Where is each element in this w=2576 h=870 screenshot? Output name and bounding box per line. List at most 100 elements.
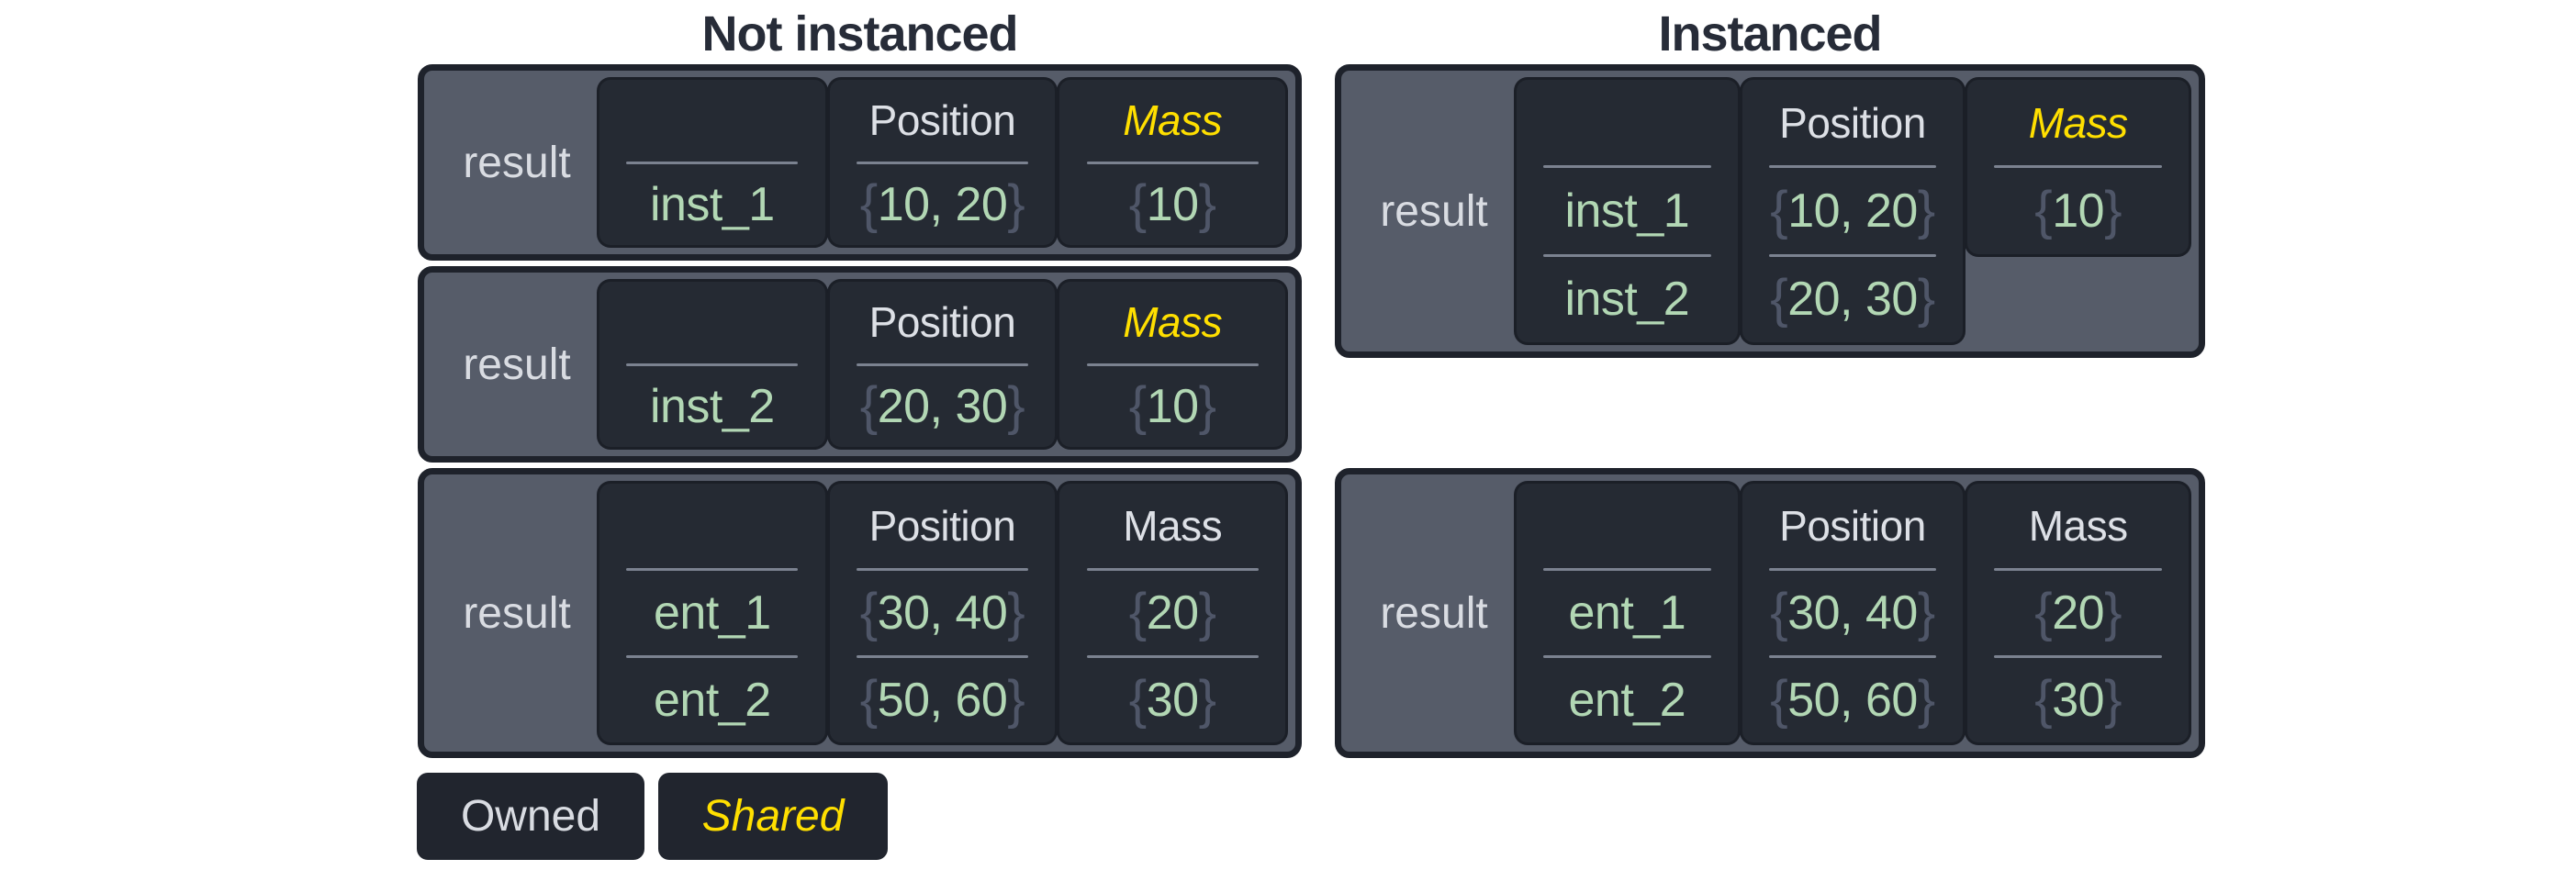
cell-number: 20 [1146,586,1199,640]
column-cell-entity: ent_1 ent_2 [599,484,825,742]
column-cell-mass: Mass {10} [1059,282,1286,447]
cell-value: {50, 60} [1770,670,1935,730]
column-cell-mass: Mass{20}{30} [1059,484,1286,742]
cell-value: inst_2 [1564,273,1690,327]
instanced-title: Instanced [1658,6,1882,61]
cell-number: 10 [2052,184,2105,239]
cell-number: 30 [2052,674,2105,727]
table-columns: ent_1 ent_2 Position {30, 40} {50, 60} Mass {2… [1517,484,2190,742]
cell-number: 10, 20 [1787,184,1918,238]
legend-owned-chip: Owned [417,773,644,860]
cell-value: {30, 40} [1770,583,1935,642]
cell-value: {50, 60} [859,670,1025,730]
column-header [599,282,825,363]
cell-number: 30, 40 [1787,586,1918,640]
column-cell-entity: inst_1 [599,80,825,245]
column-cell-position: Position {20, 30} [829,282,1056,447]
row-divider [1086,362,1259,366]
row-divider [1768,655,1937,658]
cell-value: ent_1 [1568,586,1686,640]
cell-number: 50, 60 [1787,674,1918,727]
column-cell-entity: ent_1 ent_2 [1517,484,1738,742]
column-cell-mass: Mass{10} [1967,80,2190,254]
cell-value: {10, 20} [859,173,1025,234]
entity-table-not-instanced: result ent_1 ent_2 Position{30, 40}{50, 60}… [418,468,1302,758]
column-header: Mass [1123,298,1223,347]
row-divider [1768,253,1937,257]
row-divider [626,161,799,164]
row-divider [626,362,799,366]
column-cell-entity: inst_2 [599,282,825,447]
result-label: result [1380,186,1488,236]
row-divider [1768,568,1937,571]
row-divider [1542,655,1711,658]
row-divider [626,655,799,658]
row-divider [1542,165,1711,169]
column-header: Position [1779,502,1926,550]
column-header [599,484,825,568]
cell-value: inst_2 [649,379,775,433]
row-divider [857,362,1028,366]
row-divider [857,568,1028,571]
result-label: result [463,340,571,389]
result-label: result [463,138,571,187]
row-divider [1768,165,1937,169]
cell-number: 20, 30 [877,379,1008,433]
cell-value: {10} [1128,173,1216,234]
cell-value: ent_2 [654,674,771,727]
cell-number: 30, 40 [877,586,1008,640]
cell-value: {10} [1128,375,1216,436]
column-header: Position [868,96,1016,145]
cell-value: {10} [2034,181,2122,241]
cell-value: {30} [1128,670,1216,730]
entity-table-not-instanced: result inst_1 Position {10, 20} Mass {10} [418,64,1302,261]
cell-number: 20, 30 [1787,273,1918,327]
cell-value: {30} [2034,670,2122,730]
row-divider [1542,253,1711,257]
column-header [599,80,825,162]
cell-number: 50, 60 [877,674,1008,727]
column-cell-position: Position {10, 20} [829,80,1056,245]
row-divider [1086,568,1259,571]
cell-value: ent_1 [654,586,771,640]
column-header: Mass [1123,96,1223,145]
result-label: result [463,588,571,638]
cell-value: {20, 30} [1770,269,1935,329]
cell-value: {10, 20} [1770,180,1935,240]
row-divider [1994,568,2163,571]
column-cell-position: Position {30, 40} {50, 60} [1742,484,1964,742]
row-divider [626,568,799,571]
column-cell-position: Position {10, 20} {20, 30} [1742,80,1964,342]
cell-number: 10, 20 [877,177,1008,231]
table-columns: ent_1 ent_2 Position{30, 40}{50, 60}Mass{2… [599,484,1286,742]
cell-number: 30 [1146,674,1199,727]
column-header: Mass [2028,502,2128,550]
table-columns: inst_1 Position {10, 20} Mass {10} [599,80,1286,245]
entity-table-not-instanced: result inst_2 Position {20, 30} Mass {10} [418,266,1302,463]
row-divider [1086,161,1259,164]
not-instanced-title: Not instanced [701,6,1018,61]
column-header: Mass [1123,502,1223,550]
cell-value: {20, 30} [859,375,1025,436]
cell-value: inst_1 [649,177,775,231]
row-divider [1086,655,1259,658]
cell-value: ent_2 [1568,674,1686,727]
column-header [1517,80,1738,165]
column-cell-mass: Mass {10} [1059,80,1286,245]
legend-shared-chip: Shared [658,773,888,860]
cell-number: 10 [1146,177,1199,231]
column-header: Position [1779,98,1926,147]
row-divider [1542,568,1711,571]
cell-number: 10 [1146,379,1199,433]
column-cell-position: Position{30, 40}{50, 60} [829,484,1056,742]
cell-value: {20} [2034,583,2122,642]
row-divider [1994,655,2163,658]
row-divider [857,655,1028,658]
column-header: Position [868,298,1016,347]
table-columns: inst_2 Position {20, 30} Mass {10} [599,282,1286,447]
